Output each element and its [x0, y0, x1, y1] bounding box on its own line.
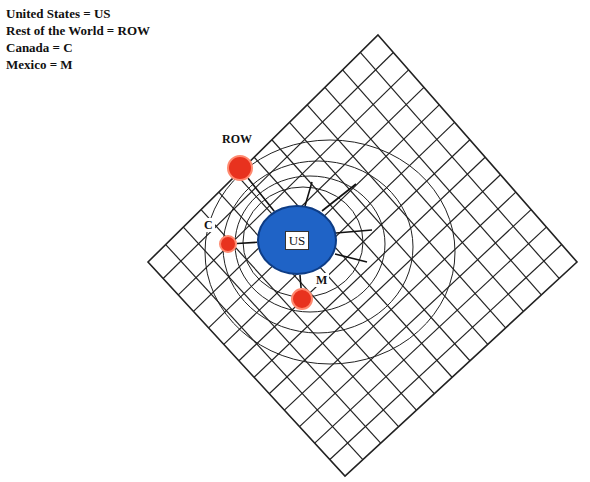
- trade-line: [248, 178, 274, 211]
- country-label: C: [202, 218, 215, 232]
- legend-text: Canada = C: [6, 40, 73, 56]
- legend-text: United States = US: [6, 6, 111, 22]
- trade-line: [300, 275, 301, 288]
- country-label: M: [314, 273, 329, 287]
- country-dot: M: [291, 288, 313, 310]
- legend-text: Rest of the World = ROW: [6, 23, 150, 39]
- country-dot: C: [219, 235, 237, 253]
- legend-text: Mexico = M: [6, 57, 73, 73]
- country-label: ROW: [220, 132, 254, 146]
- country-label: US: [285, 231, 310, 250]
- trade-line: [237, 242, 257, 243]
- country-dot: ROW: [227, 155, 253, 181]
- country-circle: US: [257, 205, 337, 275]
